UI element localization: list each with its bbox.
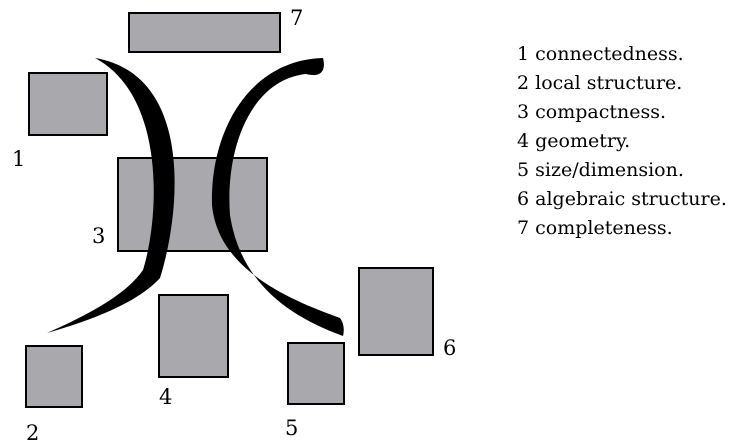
box-6-algebraic-structure — [358, 267, 434, 356]
box-2-label: 2 — [26, 421, 39, 445]
box-6-label: 6 — [443, 336, 456, 360]
box-3-label: 3 — [92, 224, 105, 248]
box-7-completeness — [128, 12, 281, 53]
box-5-label: 5 — [285, 416, 298, 440]
box-5-size-dimension — [287, 342, 345, 405]
legend-item-3: 3 compactness. — [517, 101, 667, 123]
legend-item-7: 7 completeness. — [517, 217, 673, 239]
legend-item-6: 6 algebraic structure. — [517, 188, 727, 210]
box-4-geometry — [158, 294, 229, 378]
box-3-compactness — [117, 157, 268, 252]
box-1-connectedness — [28, 72, 108, 136]
box-4-label: 4 — [159, 385, 172, 409]
box-1-label: 1 — [12, 147, 25, 171]
legend-item-2: 2 local structure. — [517, 72, 683, 94]
legend: 1 connectedness. 2 local structure. 3 co… — [517, 40, 727, 243]
legend-item-5: 5 size/dimension. — [517, 159, 684, 181]
legend-item-1: 1 connectedness. — [517, 43, 684, 65]
legend-item-4: 4 geometry. — [517, 130, 631, 152]
box-7-label: 7 — [290, 6, 303, 30]
box-2-local-structure — [25, 345, 83, 408]
right-curve — [211, 58, 344, 336]
